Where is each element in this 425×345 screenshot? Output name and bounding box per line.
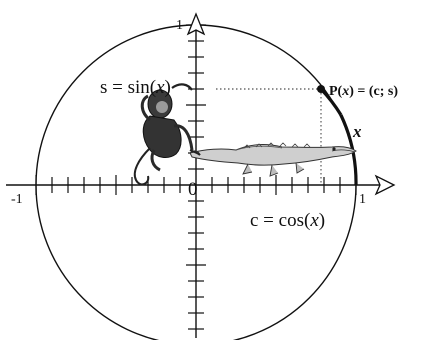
origin-label: 0: [188, 179, 198, 200]
sin-label: s = sin(x): [100, 77, 171, 98]
crocodile-illustration: [189, 142, 357, 177]
monkey-illustration: [133, 83, 201, 186]
cos-label: c = cos(x): [250, 210, 325, 231]
x-axis-negative-one-label: -1: [11, 192, 23, 207]
y-axis-arrow: [186, 12, 206, 36]
arc-length-label: x: [352, 122, 362, 141]
point-p-label: P(x) = (c; s): [329, 84, 398, 99]
x-axis-arrow: [374, 174, 396, 196]
x-axis-one-label: 1: [359, 192, 366, 207]
y-axis-one-label: 1: [176, 18, 183, 33]
point-p: [317, 85, 325, 93]
